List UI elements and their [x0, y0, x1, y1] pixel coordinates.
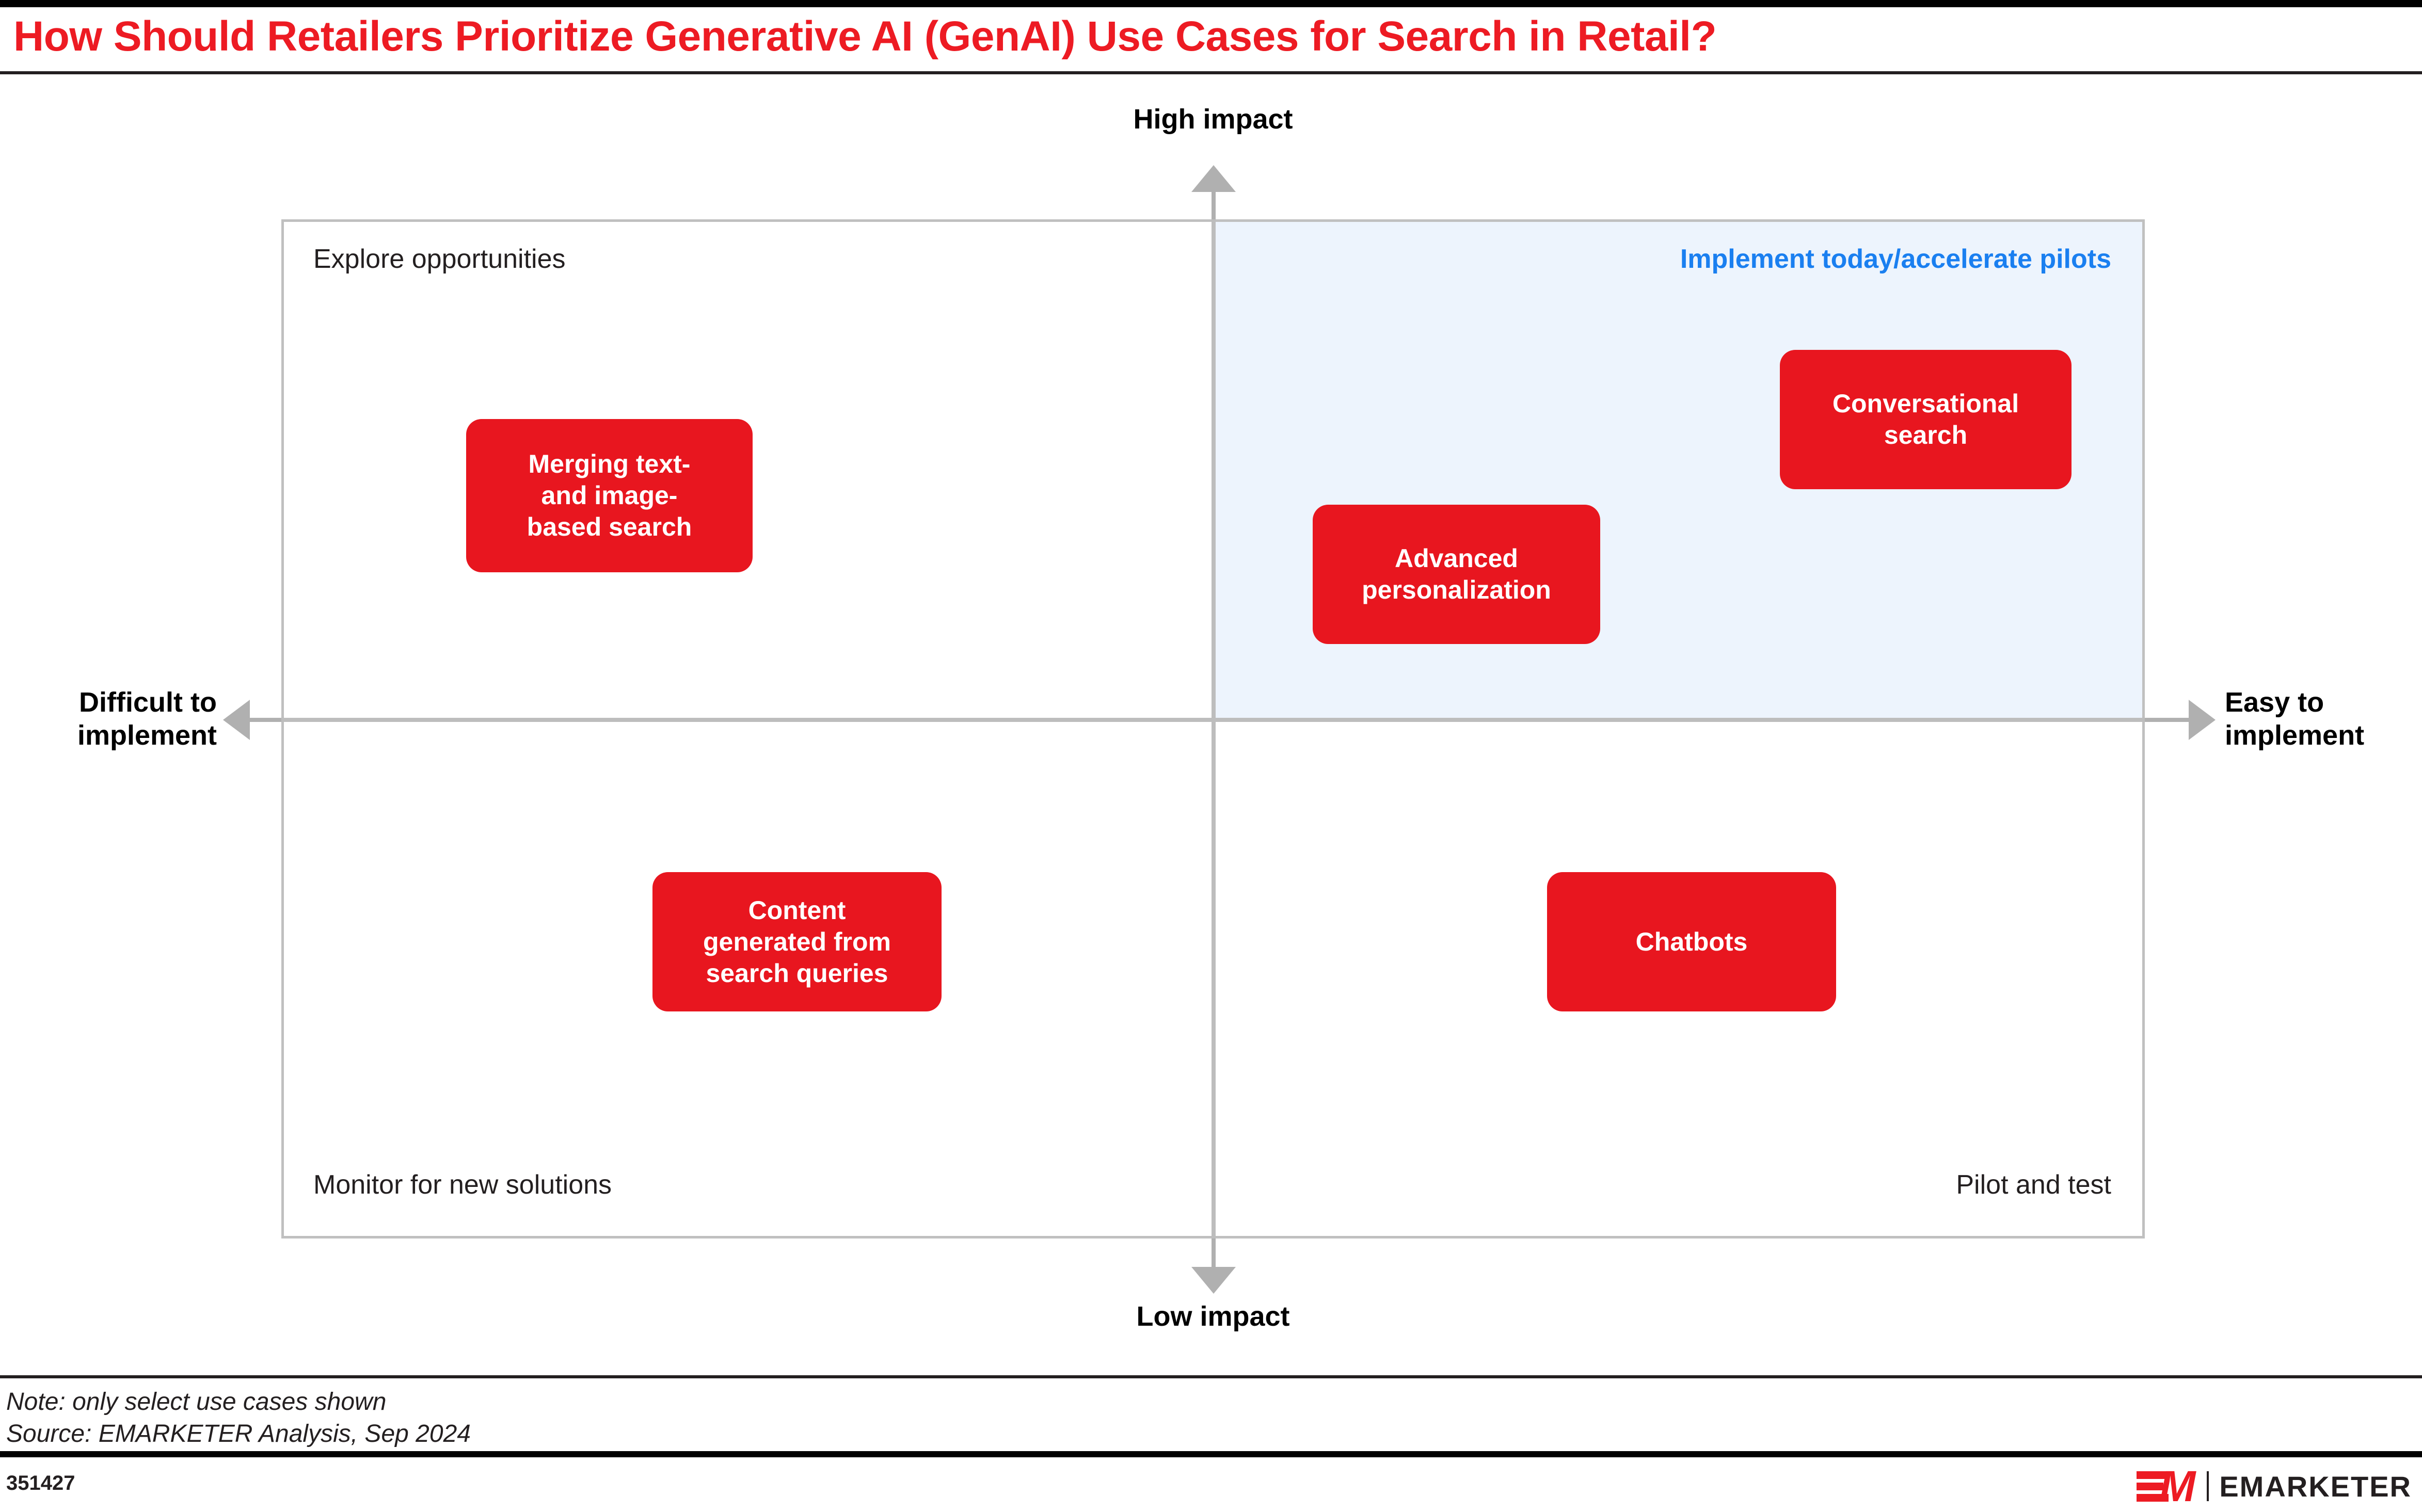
- footer-source: Source: EMARKETER Analysis, Sep 2024: [6, 1420, 471, 1448]
- quadrant-label-pilot-and-test: Pilot and test: [1956, 1170, 2111, 1200]
- footer-notes: Note: only select use cases shown Source…: [6, 1386, 471, 1451]
- axis-label-low-impact: Low impact: [1136, 1301, 1290, 1332]
- usecase-box-content-generated-from-search-queries[interactable]: Content generated from search queries: [652, 872, 942, 1011]
- axis-label-difficult-to-implement: Difficult to implement: [77, 687, 217, 751]
- logo-divider: [2207, 1471, 2209, 1501]
- arrow-up-icon: [1191, 165, 1236, 192]
- logo-bar-middle: [2137, 1483, 2164, 1490]
- axis-arrow-right-stem: [2142, 718, 2191, 722]
- emarketer-logo-icon: M: [2137, 1462, 2198, 1510]
- top-divider: [0, 0, 2422, 7]
- logo-m-glyph: M: [2159, 1462, 2195, 1510]
- usecase-box-advanced-personalization[interactable]: Advanced personalization: [1313, 505, 1600, 644]
- usecase-box-conversational-search[interactable]: Conversational search: [1780, 350, 2072, 489]
- footer-top-divider: [0, 1375, 2422, 1378]
- footer-note: Note: only select use cases shown: [6, 1388, 387, 1416]
- footer-bottom-divider: [0, 1451, 2422, 1457]
- axis-arrow-down-stem: [1212, 1234, 1216, 1282]
- axis-label-easy-to-implement: Easy to implement: [2225, 687, 2365, 751]
- quadrant-label-implement-today: Implement today/accelerate pilots: [1680, 244, 2111, 274]
- usecase-box-merging-text-and-image-based-search[interactable]: Merging text- and image- based search: [466, 419, 753, 572]
- axis-label-high-impact: High impact: [1133, 104, 1293, 135]
- logo-bar-bottom: [2137, 1494, 2169, 1502]
- quadrant-label-explore-opportunities: Explore opportunities: [313, 244, 566, 274]
- arrow-down-icon: [1191, 1267, 1236, 1294]
- axis-arrow-up-stem: [1212, 178, 1216, 224]
- quadrant-divider-horizontal: [281, 718, 2145, 722]
- quadrant-divider-vertical: [1212, 219, 1216, 1238]
- title-divider: [0, 71, 2422, 74]
- arrow-left-icon: [223, 700, 250, 740]
- logo-wordmark: EMARKETER: [2219, 1470, 2412, 1503]
- usecase-box-chatbots[interactable]: Chatbots: [1547, 872, 1836, 1011]
- logo-bar-top: [2137, 1471, 2169, 1479]
- quadrant-label-monitor-for-new-solutions: Monitor for new solutions: [313, 1170, 612, 1200]
- chart-id: 351427: [6, 1472, 75, 1494]
- emarketer-logo: M EMARKETER: [2137, 1462, 2412, 1510]
- arrow-right-icon: [2189, 700, 2216, 740]
- page-title: How Should Retailers Prioritize Generati…: [13, 13, 1717, 60]
- axis-arrow-left-stem: [235, 718, 284, 722]
